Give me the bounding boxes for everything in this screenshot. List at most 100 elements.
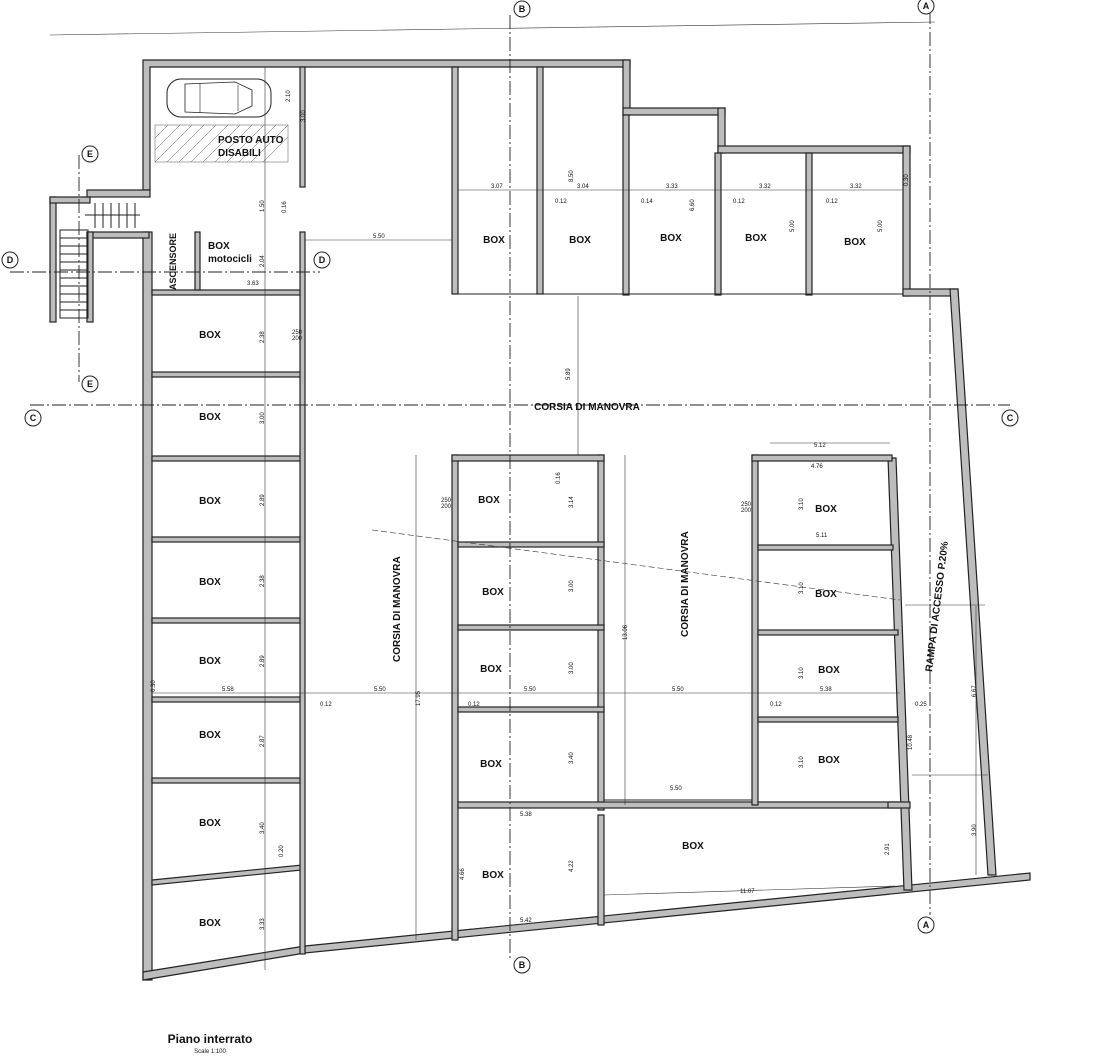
dim-text: 2.10 [286, 90, 292, 102]
elevator-label: ASCENSORE [168, 233, 178, 290]
dim-text: 2.87 [260, 735, 266, 747]
section-marker-b-bottom: B [513, 956, 531, 974]
top-row-walls [451, 66, 903, 296]
box-left-3: BOX [199, 496, 221, 507]
corridor-mid-label: CORSIA DI MANOVRA [680, 531, 691, 637]
dim-text: 0.20 [279, 845, 285, 857]
svg-text:A: A [923, 1, 930, 11]
box-left-6: BOX [199, 730, 221, 741]
box-top-1: BOX [483, 235, 505, 246]
dim-text: 0.12 [555, 199, 567, 205]
ramp-label: RAMPA DI ACCESSO P.20% [924, 541, 951, 673]
corridor-left-label: CORSIA DI MANOVRA [392, 556, 403, 662]
dim-text: 3.04 [577, 184, 589, 190]
box-mid-2: BOX [482, 587, 504, 598]
section-marker-a-bottom: A [917, 916, 935, 934]
dim-text: 3.07 [491, 184, 503, 190]
disabled-parking-label-2: DISABILI [218, 148, 261, 159]
disabled-parking-hatch [154, 124, 289, 163]
box-right-1: BOX [815, 504, 837, 515]
dim-text: 0.12 [770, 702, 782, 708]
box-left-2: BOX [199, 412, 221, 423]
dim-text: 4.66 [460, 868, 466, 880]
section-marker-d-left: D [1, 251, 19, 269]
dim-text: 2.89 [260, 655, 266, 667]
dim-text: 3.40 [569, 752, 575, 764]
dim-text: 3.10 [799, 667, 805, 679]
dim-text: 250 [441, 498, 452, 504]
dim-text: 5.38 [820, 687, 832, 693]
dim-text: 3.32 [850, 184, 862, 190]
dim-text: 5.42 [520, 918, 532, 924]
dim-text: 5.00 [790, 220, 796, 232]
svg-text:B: B [519, 4, 526, 14]
dim-text: 0.25 [915, 702, 927, 708]
box-mid-5: BOX [482, 870, 504, 881]
dim-text: 5.38 [520, 812, 532, 818]
dim-text: 3.10 [799, 582, 805, 594]
left-column-walls [151, 66, 306, 955]
dim-text: 3.63 [247, 281, 259, 287]
section-marker-b-top: B [513, 0, 531, 18]
drawing-title: Piano interrato [168, 1032, 253, 1046]
dim-text: 3.33 [260, 918, 266, 930]
dim-text: 250 [741, 502, 752, 508]
car-icon [166, 78, 272, 118]
dim-text: 3.00 [569, 580, 575, 592]
outer-walls [86, 59, 1031, 981]
dim-text: 0.14 [641, 199, 653, 205]
dim-text: 3.33 [666, 184, 678, 190]
dim-text: 3.40 [260, 822, 266, 834]
dim-text: 0.30 [904, 174, 910, 186]
dim-text: 3.90 [972, 824, 978, 836]
section-marker-e-top: E [81, 145, 99, 163]
dim-text: 5.50 [524, 687, 536, 693]
svg-text:C: C [1007, 413, 1014, 423]
dim-text: 3.10 [799, 498, 805, 510]
box-mid-1: BOX [478, 495, 500, 506]
box-bottom-wide: BOX [682, 841, 704, 852]
dim-text: 3.14 [569, 496, 575, 508]
dim-text: 11.07 [740, 889, 755, 895]
dim-text: 3.32 [759, 184, 771, 190]
dim-text: 5.50 [373, 234, 385, 240]
dim-text: 0.16 [556, 472, 562, 484]
dim-text: 5.89 [566, 368, 572, 380]
section-marker-a-top: A [917, 0, 935, 15]
dim-text: 3.00 [301, 110, 307, 122]
section-lines [10, 10, 1010, 960]
svg-text:A: A [923, 920, 930, 930]
dimension-lines [152, 67, 988, 970]
dim-text: 200 [741, 508, 752, 514]
svg-text:E: E [87, 149, 93, 159]
svg-text:B: B [519, 960, 526, 970]
dim-text: 0.12 [733, 199, 745, 205]
box-top-5: BOX [844, 237, 866, 248]
box-right-2: BOX [815, 589, 837, 600]
box-left-5: BOX [199, 656, 221, 667]
dim-text: 3.00 [569, 662, 575, 674]
box-left-7: BOX [199, 818, 221, 829]
dim-text: 2.38 [260, 575, 266, 587]
svg-text:E: E [87, 379, 93, 389]
box-left-4: BOX [199, 577, 221, 588]
section-marker-d-right: D [313, 251, 331, 269]
box-top-4: BOX [745, 233, 767, 244]
dim-text: 2.91 [885, 843, 891, 855]
stair [49, 196, 140, 323]
disabled-parking-label-1: POSTO AUTO [218, 135, 284, 146]
dim-text: 2.89 [260, 494, 266, 506]
corridor-main-label: CORSIA DI MANOVRA [534, 402, 640, 413]
dim-text: 5.50 [670, 786, 682, 792]
dim-text: 17.95 [416, 690, 422, 706]
box-right-4: BOX [818, 755, 840, 766]
room-labels: POSTO AUTO DISABILI BOX motocicli ASCENS… [168, 135, 951, 929]
box-left-1: BOX [199, 330, 221, 341]
dim-text: 5.11 [816, 533, 828, 539]
dimension-texts: 3.07 3.04 3.33 3.32 3.32 8.50 6.60 5.00 … [151, 90, 978, 930]
dim-text: 4.22 [569, 860, 575, 872]
box-top-3: BOX [660, 233, 682, 244]
section-marker-c-left: C [24, 409, 42, 427]
dim-text: 0.12 [320, 702, 332, 708]
